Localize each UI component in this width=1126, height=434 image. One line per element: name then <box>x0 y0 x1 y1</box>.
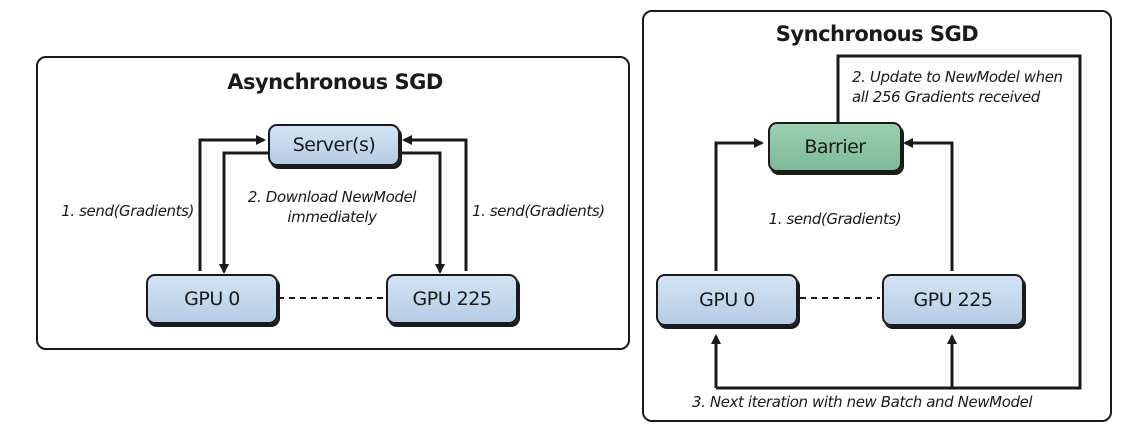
async-send-left-label: 1. send(Gradients) <box>61 202 194 220</box>
sync-send-label: 1. send(Gradients) <box>768 210 902 228</box>
server-node: Server(s) <box>268 124 400 166</box>
barrier-node: Barrier <box>768 122 902 172</box>
async-title: Asynchronous SGD <box>227 70 443 94</box>
sync-update-label-line2: all 256 Gradients received <box>852 88 1040 106</box>
async-gpu0-node: GPU 0 <box>146 274 278 324</box>
async-send-right-label: 1. send(Gradients) <box>472 202 605 220</box>
async-sgd-panel <box>36 56 630 350</box>
async-download-label-line2: immediately <box>287 208 377 226</box>
sync-title: Synchronous SGD <box>775 22 979 46</box>
sync-next-iteration-label: 3. Next iteration with new Batch and New… <box>692 393 1033 411</box>
async-gpu225-node: GPU 225 <box>386 274 518 324</box>
sync-update-label-line1: 2. Update to NewModel when <box>852 68 1063 86</box>
sync-gpu225-node: GPU 225 <box>882 274 1024 326</box>
async-download-label-line1: 2. Download NewModel <box>247 188 417 206</box>
sync-gpu0-node: GPU 0 <box>656 274 798 326</box>
